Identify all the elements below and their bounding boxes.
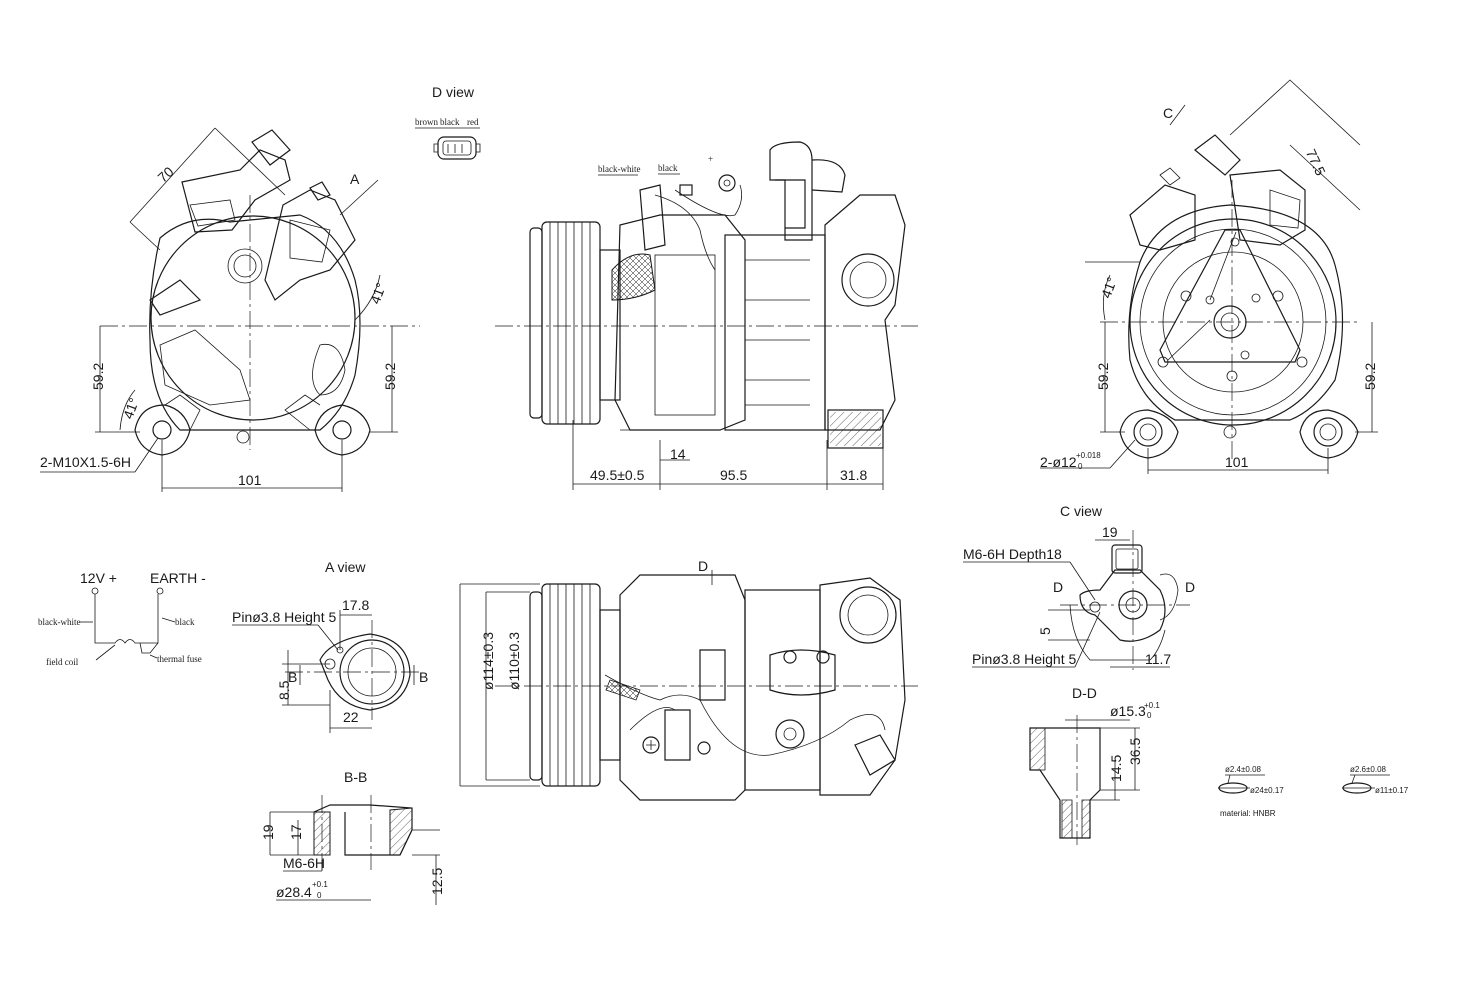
dim-36-5: 36.5 [1127, 738, 1143, 765]
dim-17-8: 17.8 [342, 597, 369, 613]
a-marker: A [350, 171, 360, 187]
label-black-circuit: black [175, 617, 195, 627]
a-view-title: A view [325, 559, 366, 575]
dia-bb: ø28.4 [276, 884, 312, 900]
dim-8-5: 8.5 [276, 680, 292, 700]
dim-22: 22 [343, 709, 359, 725]
d-view-title: D view [432, 84, 475, 100]
b-marker-right: B [419, 669, 428, 685]
wire-label-red: red [467, 117, 479, 127]
dim-59-2-right-left: 59.2 [1095, 363, 1111, 390]
dia-bb-tol-upper: +0.1 [312, 880, 328, 889]
wiring-circuit: 12V + EARTH - black-white black field co… [38, 570, 206, 667]
dia-dd: ø15.3 [1110, 703, 1146, 719]
d-view-connector: D view brown black red [415, 84, 481, 160]
dia-bb-tol-lower: 0 [317, 891, 322, 900]
c-view-detail: C view 19 M6-6H Depth18 D D 5 Pinø3.8 He… [963, 503, 1195, 670]
b-marker-left: B [288, 669, 297, 685]
material: material: HNBR [1220, 809, 1276, 818]
dim-70-left: 70 [154, 163, 176, 185]
dim-59-2-left: 59.2 [90, 363, 106, 390]
d-marker-c-left: D [1053, 579, 1063, 595]
thread-bb: M6-6H [283, 855, 325, 871]
dim-101-left: 101 [238, 472, 262, 488]
dim-95-5: 95.5 [720, 467, 747, 483]
wire-black-label: black [658, 163, 678, 173]
label-12v: 12V + [80, 570, 117, 586]
hole-callout: 2-ø12 [1040, 454, 1077, 470]
d-d-section: D-D ø15.3 +0.1 0 36.5 14.5 [1029, 685, 1160, 845]
ring2-section: ø2.6±0.08 [1350, 765, 1387, 774]
label-black-white-circuit: black-white [38, 617, 80, 627]
hole-tol-lower: 0 [1078, 462, 1083, 471]
dim-59-2-right-right: 59.2 [1362, 363, 1378, 390]
dim-77-5: 77.5 [1303, 146, 1329, 178]
ring2-id: ø11±0.17 [1375, 786, 1409, 795]
c-view-title: C view [1060, 503, 1103, 519]
d-marker: D [698, 558, 708, 574]
label-field-coil: field coil [46, 657, 79, 667]
wire-black-white-label: black-white [598, 164, 640, 174]
dim-41-top: 41° [367, 281, 389, 306]
wire-plus-label: + [708, 154, 713, 164]
side-view: black-white black + 14 49.5±0.5 95.5 31.… [495, 141, 918, 490]
bottom-center-view: D ø114±0.3 ø110±0.3 [459, 558, 918, 801]
ring1-id: ø24±0.17 [1250, 786, 1284, 795]
dim-31-8: 31.8 [840, 467, 867, 483]
dim-12-5-bb: 12.5 [429, 868, 445, 895]
left-front-view: 70 A 41° 59.2 59.2 41° 101 2-M10X1.5-6H [40, 127, 420, 492]
right-front-view: 77.5 C 41° 59.2 59.2 101 2-ø12 +0.018 0 [1040, 79, 1378, 474]
dim-49-5: 49.5±0.5 [590, 467, 645, 483]
wire-label-black: black [440, 117, 460, 127]
dim-dia-114: ø114±0.3 [480, 632, 496, 690]
b-b-title: B-B [344, 769, 367, 785]
dia-dd-tol-upper: +0.1 [1144, 701, 1160, 710]
dim-14: 14 [670, 446, 686, 462]
c-marker: C [1163, 105, 1173, 121]
dia-dd-tol-lower: 0 [1147, 711, 1152, 720]
wire-label-brown: brown [415, 117, 438, 127]
dim-17-bb: 17 [288, 824, 304, 840]
dim-19-cview: 19 [1102, 524, 1118, 540]
thread-callout-left: 2-M10X1.5-6H [40, 454, 131, 470]
dim-5-cview: 5 [1037, 627, 1053, 635]
ring1-section: ø2.4±0.08 [1225, 765, 1262, 774]
label-earth: EARTH - [150, 570, 206, 586]
hole-tol-upper: +0.018 [1076, 451, 1101, 460]
d-d-title: D-D [1072, 685, 1097, 701]
d-marker-c-right: D [1185, 579, 1195, 595]
dim-dia-110: ø110±0.3 [506, 632, 522, 690]
dim-41-bottom: 41° [120, 396, 142, 421]
dim-14-5: 14.5 [1108, 755, 1124, 782]
thread-cview: M6-6H Depth18 [963, 546, 1062, 562]
dim-19-bb: 19 [260, 824, 276, 840]
b-b-section: B-B 19 17 M6-6H ø28.4 +0.1 0 12.5 [260, 769, 445, 905]
label-thermal-fuse: thermal fuse [157, 654, 202, 664]
a-view-detail: A view Pinø3.8 Height 5 17.8 8.5 22 B B [232, 559, 428, 733]
dim-41-right: 41° [1098, 275, 1120, 300]
pin-cview: Pinø3.8 Height 5 [972, 651, 1076, 667]
o-rings: ø2.4±0.08 ø24±0.17 ø2.6±0.08 ø11±0.17 ma… [1218, 765, 1409, 818]
a-view-pin: Pinø3.8 Height 5 [232, 609, 336, 625]
dim-11-7: 11.7 [1145, 651, 1171, 667]
dim-59-2-right: 59.2 [382, 363, 398, 390]
dim-101-right: 101 [1225, 454, 1249, 470]
